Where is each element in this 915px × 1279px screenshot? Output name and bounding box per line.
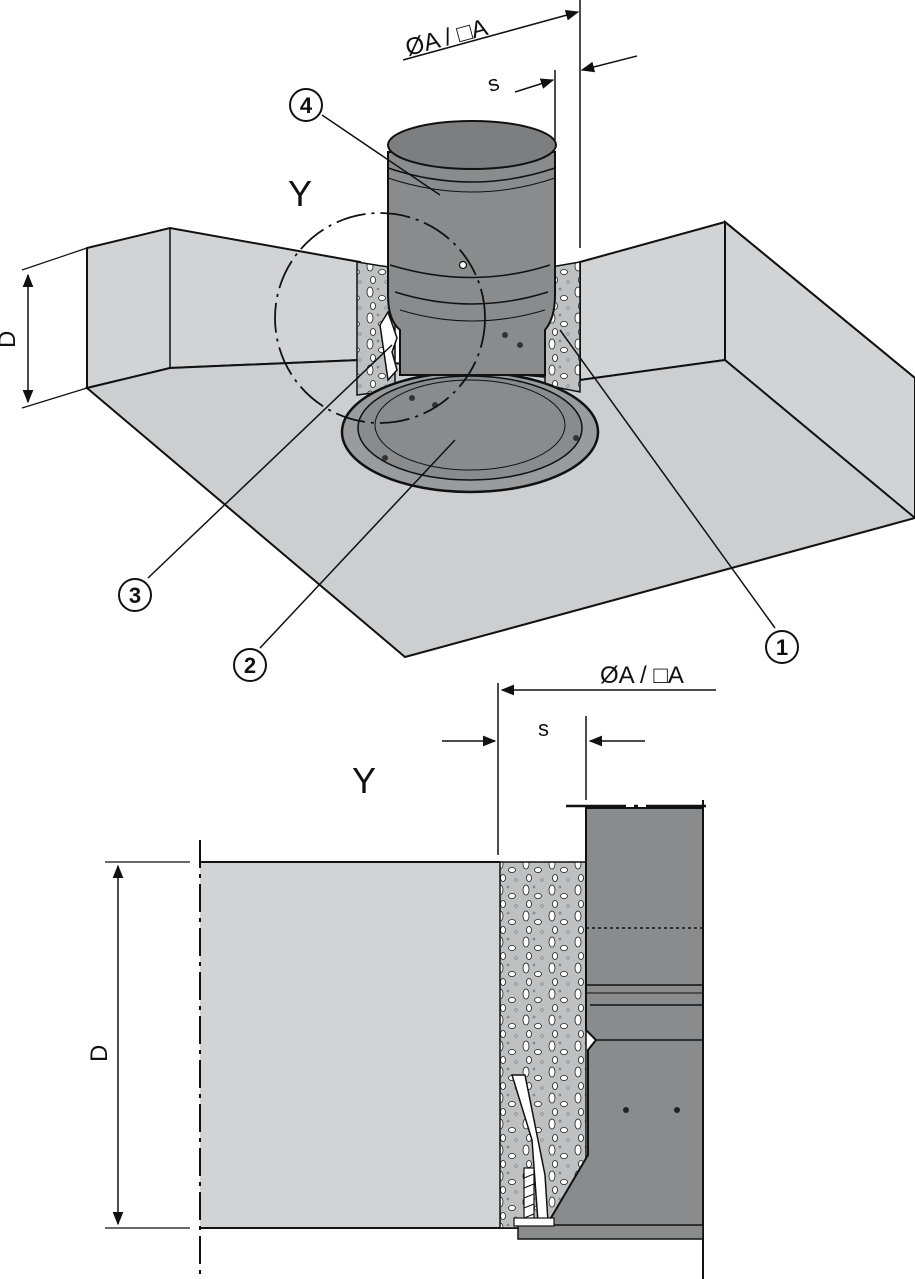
diameter-dimension-line-top <box>402 10 580 61</box>
callout-4: 4 <box>289 88 323 122</box>
depth-label-top: D <box>0 331 21 348</box>
isometric-view: Y D ØA / □A s 4 1 2 <box>0 0 915 682</box>
svg-text:1: 1 <box>776 635 788 660</box>
depth-label-bottom: D <box>86 1045 113 1062</box>
diameter-label-top: ØA / □A <box>403 14 491 62</box>
pipe-body <box>387 151 556 376</box>
section-view-detail-y: Y D ØA / □A <box>86 662 716 1279</box>
pipe-top <box>387 120 557 170</box>
callout-2: 2 <box>233 648 267 682</box>
callout-1: 1 <box>765 630 799 664</box>
detail-circle <box>274 212 486 424</box>
gap-label-top: s <box>485 70 502 97</box>
svg-text:4: 4 <box>300 93 313 118</box>
svg-text:2: 2 <box>244 653 256 678</box>
gap-label-bottom: s <box>538 716 549 741</box>
collar-flange-section <box>517 1224 704 1240</box>
collar-clip <box>379 310 398 382</box>
detail-label-bottom: Y <box>352 760 376 801</box>
detail-label-top: Y <box>288 173 312 214</box>
diameter-label-bottom: ØA / □A <box>600 662 684 689</box>
wall-section <box>200 862 500 1228</box>
gap-dimension-line-top <box>514 78 555 93</box>
callout-3: 3 <box>118 578 152 612</box>
svg-text:3: 3 <box>129 583 141 608</box>
